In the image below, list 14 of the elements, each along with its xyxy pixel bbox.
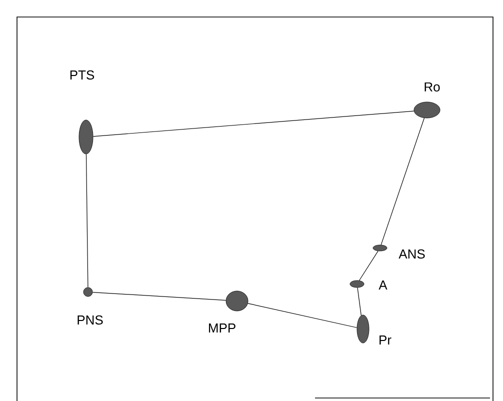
connector-line — [248, 303, 358, 328]
node-label: Ro — [424, 82, 440, 92]
connector-line — [86, 154, 88, 288]
node-label: PNS — [78, 315, 103, 325]
node-label: A — [378, 280, 388, 290]
connector-line — [357, 287, 362, 316]
connector-line — [92, 110, 414, 137]
node-label: PTS — [70, 70, 94, 80]
connector-line — [380, 118, 425, 246]
connector-line — [92, 292, 226, 301]
connector-line — [358, 250, 378, 281]
node-label: ANS — [398, 249, 425, 259]
node-label: Pr — [380, 336, 392, 344]
node-label: MPP — [208, 324, 236, 332]
